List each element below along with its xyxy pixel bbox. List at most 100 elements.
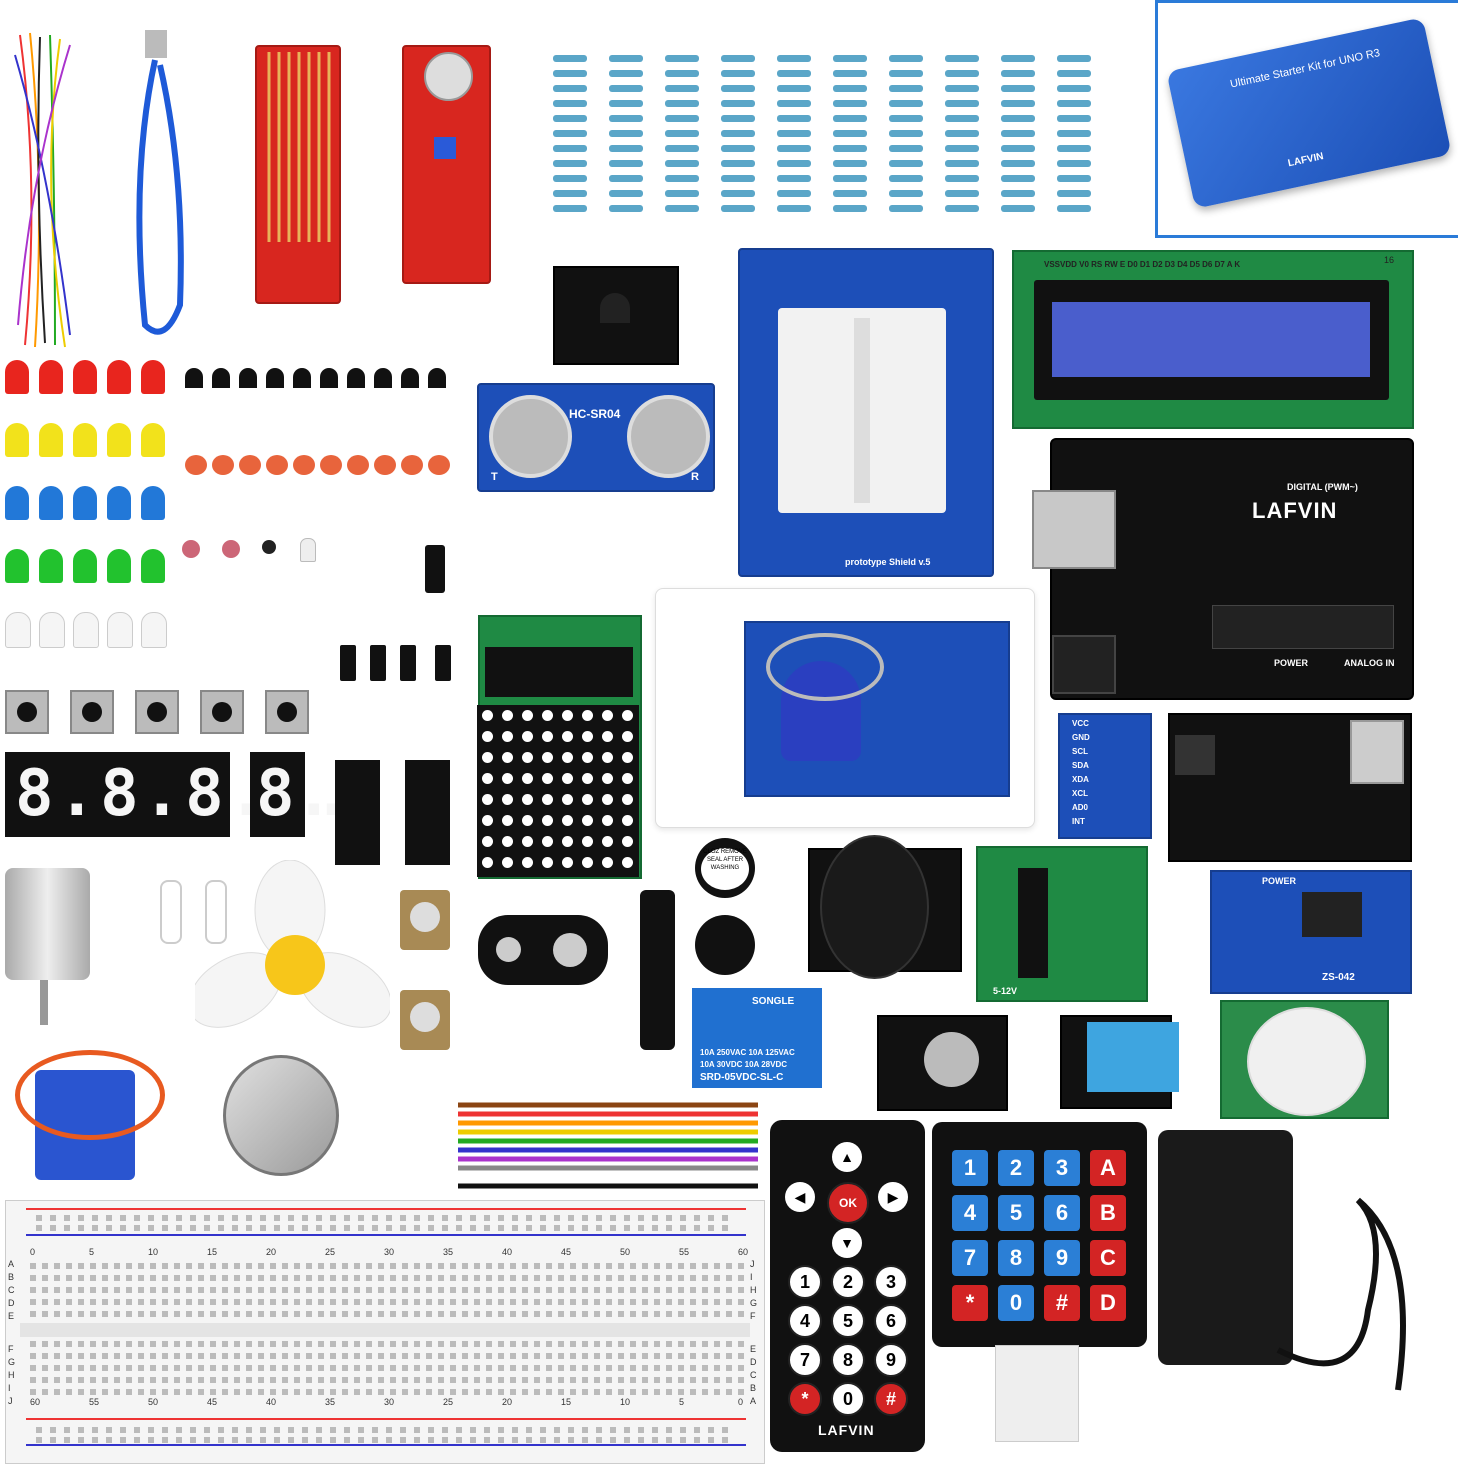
terminal-icon bbox=[496, 937, 521, 962]
rotary-encoder-module bbox=[877, 1015, 1008, 1111]
remote-button-4[interactable]: 4 bbox=[788, 1304, 822, 1338]
breadboard-hole bbox=[486, 1341, 492, 1347]
breadboard-hole bbox=[198, 1275, 204, 1281]
breadboard-hole bbox=[666, 1377, 672, 1383]
resistor-grid bbox=[545, 50, 1105, 230]
keypad-key-9[interactable]: 9 bbox=[1044, 1240, 1080, 1276]
keypad-key-6[interactable]: 6 bbox=[1044, 1195, 1080, 1231]
remote-up-button[interactable]: ▲ bbox=[832, 1142, 862, 1172]
keypad-key-C[interactable]: C bbox=[1090, 1240, 1126, 1276]
remote-left-button[interactable]: ◀ bbox=[785, 1182, 815, 1212]
breadboard-hole bbox=[654, 1275, 660, 1281]
remote-button-5[interactable]: 5 bbox=[831, 1304, 865, 1338]
breadboard-hole bbox=[654, 1263, 660, 1269]
breadboard-hole bbox=[606, 1287, 612, 1293]
breadboard-hole bbox=[162, 1311, 168, 1317]
keypad-key-8[interactable]: 8 bbox=[998, 1240, 1034, 1276]
breadboard-hole bbox=[330, 1287, 336, 1293]
breadboard-hole bbox=[666, 1353, 672, 1359]
breadboard-hole bbox=[90, 1311, 96, 1317]
rail-hole bbox=[652, 1427, 658, 1433]
keypad-key-3[interactable]: 3 bbox=[1044, 1150, 1080, 1186]
breadboard-hole bbox=[402, 1263, 408, 1269]
breadboard-hole bbox=[366, 1389, 372, 1395]
rail-hole bbox=[414, 1427, 420, 1433]
breadboard-hole bbox=[246, 1341, 252, 1347]
dht11-sensor bbox=[1087, 1022, 1179, 1092]
matrix-dot bbox=[582, 710, 593, 721]
breadboard-hole bbox=[150, 1299, 156, 1305]
remote-button-#[interactable]: # bbox=[874, 1382, 908, 1416]
remote-button-3[interactable]: 3 bbox=[874, 1265, 908, 1299]
remote-button-8[interactable]: 8 bbox=[831, 1343, 865, 1377]
breadboard-hole bbox=[30, 1299, 36, 1305]
breadboard-hole bbox=[42, 1389, 48, 1395]
remote-button-7[interactable]: 7 bbox=[788, 1343, 822, 1377]
matrix-dot bbox=[562, 710, 573, 721]
remote-button-6[interactable]: 6 bbox=[874, 1304, 908, 1338]
remote-button-9[interactable]: 9 bbox=[874, 1343, 908, 1377]
remote-button-*[interactable]: * bbox=[788, 1382, 822, 1416]
keypad-key-*[interactable]: * bbox=[952, 1285, 988, 1321]
breadboard-hole bbox=[534, 1287, 540, 1293]
breadboard-hole bbox=[630, 1389, 636, 1395]
breadboard-center-channel bbox=[20, 1323, 750, 1337]
usb-port-icon bbox=[1032, 490, 1116, 569]
rail-hole bbox=[512, 1437, 518, 1443]
breadboard-hole bbox=[294, 1263, 300, 1269]
rail-hole bbox=[498, 1225, 504, 1231]
uno-analog-label: ANALOG IN bbox=[1344, 658, 1395, 668]
breadboard-hole bbox=[306, 1353, 312, 1359]
ceramic-capacitor bbox=[374, 455, 396, 475]
rail-hole bbox=[582, 1215, 588, 1221]
breadboard-hole bbox=[654, 1341, 660, 1347]
keypad-key-B[interactable]: B bbox=[1090, 1195, 1126, 1231]
breadboard-hole bbox=[42, 1365, 48, 1371]
keypad-key-1[interactable]: 1 bbox=[952, 1150, 988, 1186]
matrix-dot bbox=[562, 752, 573, 763]
remote-ok-button[interactable]: OK bbox=[827, 1182, 869, 1224]
keypad-key-7[interactable]: 7 bbox=[952, 1240, 988, 1276]
breadboard-hole bbox=[558, 1287, 564, 1293]
breadboard-hole bbox=[150, 1365, 156, 1371]
breadboard-hole bbox=[210, 1377, 216, 1383]
breadboard-hole bbox=[546, 1287, 552, 1293]
resistor bbox=[1049, 70, 1099, 77]
breadboard-hole bbox=[570, 1341, 576, 1347]
rail-hole bbox=[372, 1437, 378, 1443]
rail-hole bbox=[190, 1437, 196, 1443]
breadboard-hole bbox=[306, 1389, 312, 1395]
remote-down-button[interactable]: ▼ bbox=[832, 1228, 862, 1258]
remote-right-button[interactable]: ▶ bbox=[878, 1182, 908, 1212]
breadboard-hole bbox=[138, 1263, 144, 1269]
electrolytic-capacitor bbox=[425, 545, 445, 593]
keypad-key-#[interactable]: # bbox=[1044, 1285, 1080, 1321]
rail-hole bbox=[666, 1225, 672, 1231]
breadboard-hole bbox=[438, 1299, 444, 1305]
breadboard-hole bbox=[378, 1311, 384, 1317]
breadboard-hole bbox=[522, 1275, 528, 1281]
keypad-key-0[interactable]: 0 bbox=[998, 1285, 1034, 1321]
keypad-key-D[interactable]: D bbox=[1090, 1285, 1126, 1321]
rail-hole bbox=[288, 1437, 294, 1443]
breadboard-hole bbox=[402, 1311, 408, 1317]
remote-button-2[interactable]: 2 bbox=[831, 1265, 865, 1299]
breadboard-hole bbox=[198, 1389, 204, 1395]
button-cap bbox=[277, 702, 297, 722]
remote-button-0[interactable]: 0 bbox=[831, 1382, 865, 1416]
keypad-key-A[interactable]: A bbox=[1090, 1150, 1126, 1186]
remote-button-1[interactable]: 1 bbox=[788, 1265, 822, 1299]
matrix-dot bbox=[622, 731, 633, 742]
breadboard-hole bbox=[582, 1275, 588, 1281]
breadboard-hole bbox=[654, 1377, 660, 1383]
breadboard-hole bbox=[234, 1311, 240, 1317]
rail-hole bbox=[36, 1437, 42, 1443]
breadboard-hole bbox=[534, 1377, 540, 1383]
keypad-key-2[interactable]: 2 bbox=[998, 1150, 1034, 1186]
resistor bbox=[825, 85, 875, 92]
keypad-key-5[interactable]: 5 bbox=[998, 1195, 1034, 1231]
breadboard-hole bbox=[738, 1377, 744, 1383]
resistor bbox=[657, 160, 707, 167]
breadboard-hole bbox=[414, 1377, 420, 1383]
keypad-key-4[interactable]: 4 bbox=[952, 1195, 988, 1231]
